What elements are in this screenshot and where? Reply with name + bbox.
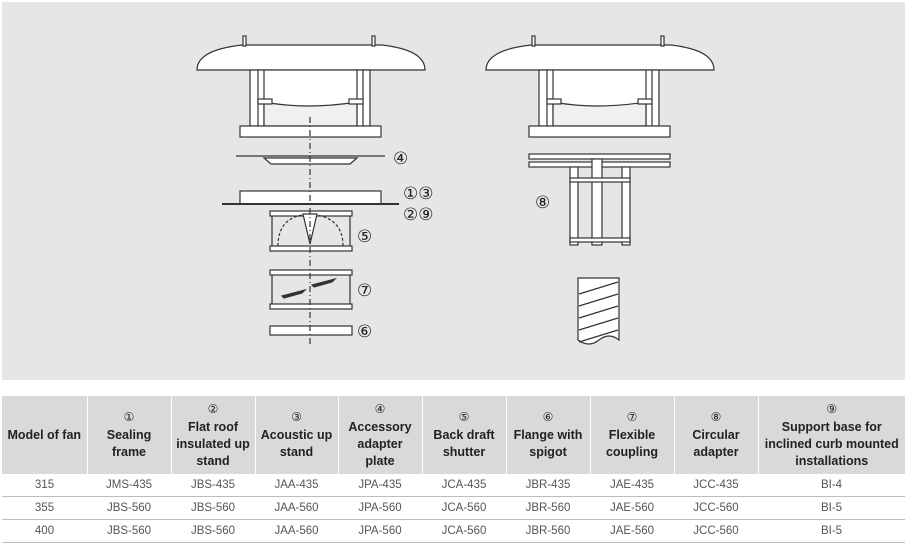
left-roof-fan [196,35,426,138]
column-number: ① [123,410,135,424]
table-cell: 355 [2,496,87,520]
table-cell: JCC-435 [674,474,758,497]
table-cell: JCA-560 [422,496,506,520]
column-header: ⑥ Flange with spigot [506,396,591,474]
table-cell: JAA-435 [255,474,338,497]
diagram-svg: ④ ①③ ②⑨ ⑤ ⑦ ⑥ ⑧ [196,35,715,347]
column-label: Circular adapter [692,428,740,459]
duct-section [577,277,620,345]
table-cell: JBR-435 [506,474,590,497]
callout-8: ⑧ [535,193,550,213]
circular-adapter [528,153,671,246]
column-header: Model of fan [2,396,88,474]
flexible-coupling [269,269,353,310]
column-number: ⑤ [458,410,470,424]
callout-1-3: ①③ [403,184,433,204]
column-number: ③ [291,410,302,424]
table-cell: BI-5 [758,519,905,543]
table-cell: JCC-560 [674,519,758,543]
table-cell: JAA-560 [255,519,338,543]
table-cell: JAE-560 [590,519,674,543]
table-cell: JAA-560 [255,496,338,520]
table-cell: JBS-560 [87,519,171,543]
column-number: ⑦ [626,410,638,424]
back-draft-shutter [269,210,353,252]
column-number: ④ [374,401,386,416]
table-cell: JCA-435 [422,474,506,497]
table-cell: 315 [2,474,87,497]
column-label: Acoustic up stand [260,428,333,459]
column-label: Flange with spigot [513,428,583,459]
column-header: ④ Accessory adapter plate [338,396,423,474]
column-label: Sealing frame [106,428,152,459]
table-cell: JAE-435 [590,474,674,497]
table-cell: JBS-560 [171,519,255,543]
table-cell: JBS-435 [171,474,255,497]
column-label: Flat roof insulated up stand [176,419,250,468]
table-cell: JPA-435 [338,474,422,497]
column-header: ③ Acoustic up stand [255,396,339,474]
callout-6: ⑥ [357,322,372,342]
flange-spigot [269,325,353,336]
column-label: Flexible coupling [605,428,659,459]
table-cell: JBR-560 [506,519,590,543]
table-cell: JBR-560 [506,496,590,520]
column-number: ⑥ [542,410,554,424]
column-label: Back draft shutter [433,428,495,459]
column-number: ⑧ [710,410,722,424]
table-cell: JCC-560 [674,496,758,520]
column-header: ① Sealing frame [87,396,172,474]
table-cell: JCA-560 [422,519,506,543]
column-header: ⑤ Back draft shutter [422,396,507,474]
callout-2-9: ②⑨ [403,205,433,225]
column-label: Support base for inclined curb mounted i… [764,419,899,468]
accessory-diagram: ④ ①③ ②⑨ ⑤ ⑦ ⑥ ⑧ [2,2,905,380]
table-cell: JBS-560 [87,496,171,520]
table-cell: 400 [2,519,87,543]
callout-5: ⑤ [357,227,372,247]
accessory-table: Model of fan ① Sealing frame ② Flat roof ins… [2,396,905,543]
callout-7: ⑦ [357,281,372,301]
column-label: Model of fan [7,427,82,442]
column-header: ⑦ Flexible coupling [590,396,675,474]
callout-4: ④ [393,149,408,169]
table-cell: JMS-435 [87,474,171,497]
table-cell: BI-5 [758,496,905,520]
column-header: ⑧ Circular adapter [674,396,759,474]
table-cell: JPA-560 [338,519,422,543]
column-number: ⑨ [826,401,838,416]
table-cell: BI-4 [758,474,905,497]
column-header: ② Flat roof insulated up stand [171,396,256,474]
column-number: ② [207,401,219,416]
table-cell: JPA-560 [338,496,422,520]
table-header-row: Model of fan ① Sealing frame ② Flat roof ins… [2,396,905,474]
column-label: Accessory adapter plate [348,419,412,468]
table-cell: JAE-560 [590,496,674,520]
table-cell: JBS-560 [171,496,255,520]
right-roof-fan [485,35,715,138]
column-header: ⑨ Support base for inclined curb mounted … [758,396,905,474]
